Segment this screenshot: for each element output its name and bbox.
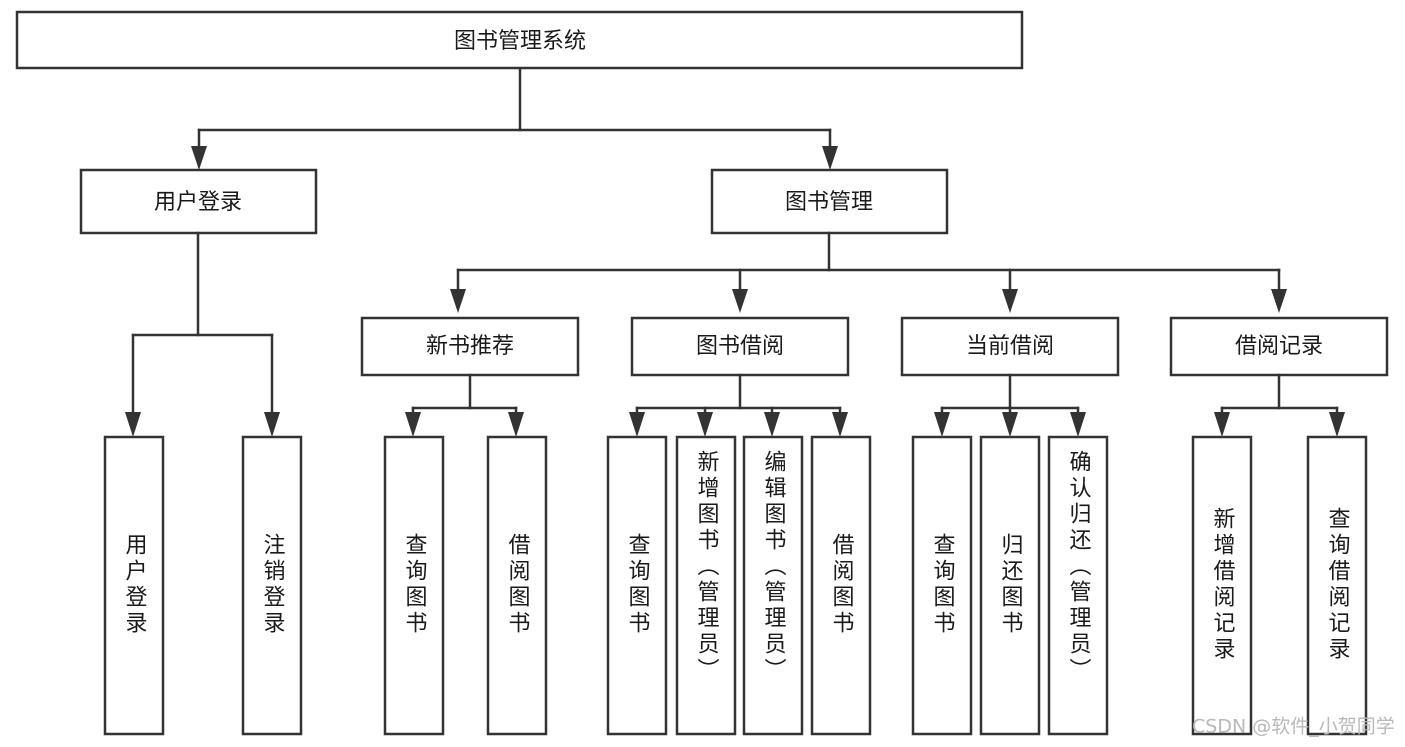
node-user-login-label: 用户登录	[154, 190, 242, 215]
leaf-user-login-login-label: 用户登录	[122, 533, 148, 637]
leaf-br-add-record-label: 新增借阅记录	[1210, 507, 1236, 663]
leaf-bb-add-book-admin-label: 新增图书（管理员）	[694, 450, 720, 684]
leaf-bb-query-book-label: 查询图书	[625, 533, 651, 637]
node-book-borrow-box	[630, 316, 850, 377]
leaf-br-query-record[interactable]: 查询借阅记录	[1306, 435, 1368, 736]
leaf-bb-query-book[interactable]: 查询图书	[606, 435, 668, 736]
arrow-head-br-1	[1214, 412, 1230, 437]
leaf-bb-edit-book-admin-box	[742, 435, 804, 736]
leaf-user-login-logout-label: 注销登录	[260, 533, 286, 637]
leaf-nbr-borrow-book-label: 借阅图书	[505, 533, 531, 637]
leaf-cb-query-book[interactable]: 查询图书	[911, 435, 973, 736]
leaf-cb-confirm-return-admin-box	[1047, 435, 1109, 736]
arrow-head-bb-2	[697, 412, 713, 437]
leaf-nbr-borrow-book[interactable]: 借阅图书	[486, 435, 548, 736]
connector-root-to-level1	[191, 66, 838, 170]
leaf-cb-query-book-label: 查询图书	[930, 533, 956, 637]
leaf-user-login-logout-box	[241, 435, 303, 736]
leaf-bb-edit-book-admin-label: 编辑图书（管理员）	[761, 450, 787, 684]
node-current-borrow[interactable]: 当前借阅	[900, 316, 1120, 377]
arrow-head-nbr-2	[508, 412, 524, 437]
node-book-borrow[interactable]: 图书借阅	[630, 316, 850, 377]
leaf-bb-add-book-admin[interactable]: 新增图书（管理员）	[675, 435, 737, 736]
leaf-bb-edit-book-admin[interactable]: 编辑图书（管理员）	[742, 435, 804, 736]
node-current-borrow-box	[900, 316, 1120, 377]
connector-book-borrow-to-leaves	[629, 373, 848, 437]
connector-book-management-to-level2	[450, 231, 1287, 313]
connector-borrow-record-to-leaves	[1214, 373, 1345, 437]
arrow-head-bb-3	[764, 412, 780, 437]
leaf-bb-borrow-book-box	[810, 435, 872, 736]
node-new-book-recommend-box	[360, 316, 580, 377]
node-borrow-record[interactable]: 借阅记录	[1169, 316, 1389, 377]
arrow-head-l2-4	[1271, 289, 1287, 313]
leaf-bb-query-book-box	[606, 435, 668, 736]
watermark-label: CSDN @软件_小贺同学	[1192, 716, 1395, 738]
arrow-head-l2-3	[1002, 289, 1018, 313]
leaf-bb-borrow-book-label: 借阅图书	[829, 533, 855, 637]
leaf-br-add-record[interactable]: 新增借阅记录	[1191, 435, 1253, 736]
arrow-head-cb-2	[1002, 412, 1018, 437]
node-root-system[interactable]: 图书管理系统	[15, 10, 1024, 70]
leaf-br-query-record-label: 查询借阅记录	[1325, 507, 1351, 663]
leaf-cb-query-book-box	[911, 435, 973, 736]
node-root-system-box	[15, 10, 1024, 70]
connector-new-book-recommend-to-leaves	[405, 373, 524, 437]
arrow-head-book-manage	[822, 146, 838, 170]
node-borrow-record-label: 借阅记录	[1235, 334, 1323, 359]
leaf-bb-add-book-admin-box	[675, 435, 737, 736]
node-new-book-recommend-label: 新书推荐	[426, 334, 514, 359]
arrow-head-ul-leaf1	[125, 412, 141, 437]
arrow-head-bb-4	[832, 412, 848, 437]
node-current-borrow-label: 当前借阅	[966, 334, 1054, 359]
leaf-cb-return-book-label: 归还图书	[998, 533, 1024, 637]
leaf-nbr-query-book-label: 查询图书	[402, 533, 428, 637]
arrow-head-ul-leaf2	[264, 412, 280, 437]
leaf-cb-return-book[interactable]: 归还图书	[979, 435, 1041, 736]
leaf-user-login-logout[interactable]: 注销登录	[241, 435, 303, 736]
leaf-nbr-borrow-book-box	[486, 435, 548, 736]
arrow-head-cb-1	[934, 412, 950, 437]
arrow-head-user-login	[191, 146, 207, 170]
node-user-login-box	[79, 168, 318, 235]
arrow-head-nbr-1	[405, 412, 421, 437]
leaf-nbr-query-book-box	[383, 435, 445, 736]
node-book-management[interactable]: 图书管理	[710, 168, 949, 235]
arrow-head-br-2	[1329, 412, 1345, 437]
leaf-bb-borrow-book[interactable]: 借阅图书	[810, 435, 872, 736]
leaf-br-add-record-box	[1191, 435, 1253, 736]
node-book-management-label: 图书管理	[785, 190, 873, 215]
leaf-br-query-record-box	[1306, 435, 1368, 736]
leaf-cb-confirm-return-admin[interactable]: 确认归还（管理员）	[1047, 435, 1109, 736]
node-borrow-record-box	[1169, 316, 1389, 377]
connector-current-borrow-to-leaves	[934, 373, 1086, 437]
node-user-login[interactable]: 用户登录	[79, 168, 318, 235]
leaf-cb-return-book-box	[979, 435, 1041, 736]
leaf-cb-confirm-return-admin-label: 确认归还（管理员）	[1066, 450, 1092, 684]
arrow-head-l2-1	[450, 289, 466, 313]
leaf-nbr-query-book[interactable]: 查询图书	[383, 435, 445, 736]
node-new-book-recommend[interactable]: 新书推荐	[360, 316, 580, 377]
leaf-user-login-login[interactable]: 用户登录	[103, 435, 165, 736]
arrow-head-l2-2	[732, 289, 748, 313]
leaf-user-login-login-box	[103, 435, 165, 736]
node-book-borrow-label: 图书借阅	[696, 334, 784, 359]
arrow-head-bb-1	[629, 412, 645, 437]
node-root-system-label: 图书管理系统	[454, 29, 586, 54]
connector-user-login-to-leaves	[125, 231, 280, 437]
arrow-head-cb-3	[1070, 412, 1086, 437]
